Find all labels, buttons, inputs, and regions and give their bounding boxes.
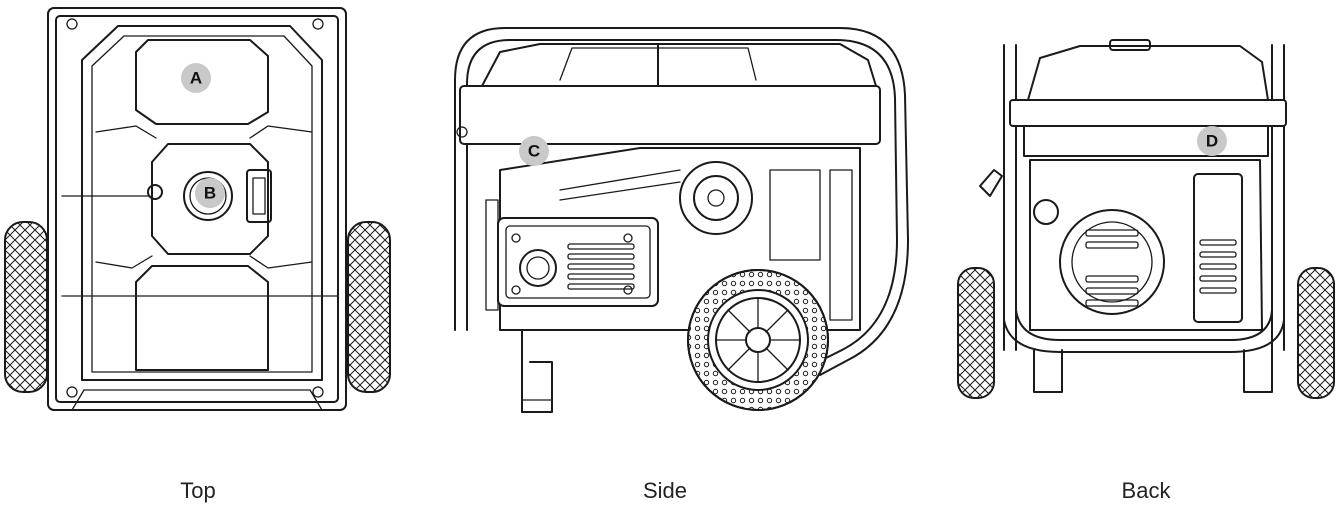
callout-b: B xyxy=(195,178,225,208)
side-view-label: Side xyxy=(642,478,688,503)
top-frame xyxy=(47,7,347,411)
side-frame xyxy=(454,27,909,376)
top-view-drawing xyxy=(4,7,391,411)
back-view-label: Back xyxy=(1121,478,1171,503)
callout-a-label: A xyxy=(190,69,202,88)
callout-d-label: D xyxy=(1206,132,1218,151)
back-right-wheel xyxy=(1297,267,1335,399)
callout-b-label: B xyxy=(204,184,216,203)
callout-a: A xyxy=(181,63,211,93)
top-view-label: Top xyxy=(180,478,216,503)
callout-c: C xyxy=(519,136,549,166)
back-view-drawing xyxy=(957,39,1335,399)
back-left-wheel xyxy=(957,267,995,399)
top-left-wheel xyxy=(4,221,48,393)
callout-d: D xyxy=(1197,126,1227,156)
side-view-drawing xyxy=(454,27,909,413)
top-right-wheel xyxy=(347,221,391,393)
callout-c-label: C xyxy=(528,142,540,161)
